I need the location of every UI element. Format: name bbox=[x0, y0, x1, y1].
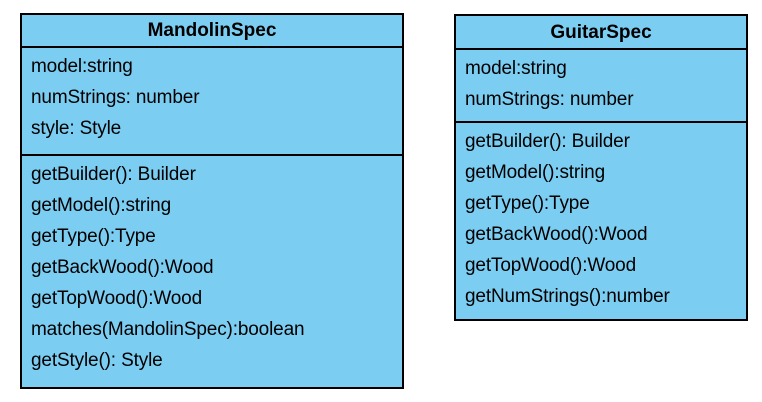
uml-operation: getBuilder(): Builder bbox=[465, 131, 630, 152]
uml-operation: getTopWood():Wood bbox=[31, 288, 203, 309]
uml-operation: matches(MandolinSpec):boolean bbox=[31, 319, 305, 340]
uml-attributes-compartment-guitarspec: model:string numStrings: number bbox=[456, 50, 746, 121]
uml-class-mandolinspec[interactable]: MandolinSpec model:string numStrings: nu… bbox=[20, 13, 404, 389]
uml-operations-compartment-mandolinspec: getBuilder(): Builder getModel():string … bbox=[22, 154, 402, 387]
uml-attribute: model:string bbox=[465, 58, 567, 79]
uml-attribute: numStrings: number bbox=[465, 89, 634, 110]
uml-operation: getTopWood():Wood bbox=[465, 255, 637, 276]
uml-operation: getBackWood():Wood bbox=[31, 257, 214, 278]
uml-class-name-guitarspec: GuitarSpec bbox=[456, 16, 746, 50]
uml-operation: getBuilder(): Builder bbox=[31, 164, 196, 185]
uml-attribute: numStrings: number bbox=[31, 87, 200, 108]
uml-attributes-compartment-mandolinspec: model:string numStrings: number style: S… bbox=[22, 48, 402, 154]
uml-operation: getNumStrings():number bbox=[465, 286, 670, 307]
uml-operation: getModel():string bbox=[465, 162, 606, 183]
uml-operation: getStyle(): Style bbox=[31, 350, 163, 371]
uml-operation: getType():Type bbox=[31, 226, 156, 247]
uml-operation: getModel():string bbox=[31, 195, 172, 216]
uml-class-name-mandolinspec: MandolinSpec bbox=[22, 15, 402, 48]
uml-operations-compartment-guitarspec: getBuilder(): Builder getModel():string … bbox=[456, 121, 746, 319]
uml-class-guitarspec[interactable]: GuitarSpec model:string numStrings: numb… bbox=[454, 14, 748, 321]
uml-attribute: model:string bbox=[31, 56, 133, 77]
uml-operation: getBackWood():Wood bbox=[465, 224, 648, 245]
uml-attribute: style: Style bbox=[31, 118, 122, 139]
uml-operation: getType():Type bbox=[465, 193, 590, 214]
